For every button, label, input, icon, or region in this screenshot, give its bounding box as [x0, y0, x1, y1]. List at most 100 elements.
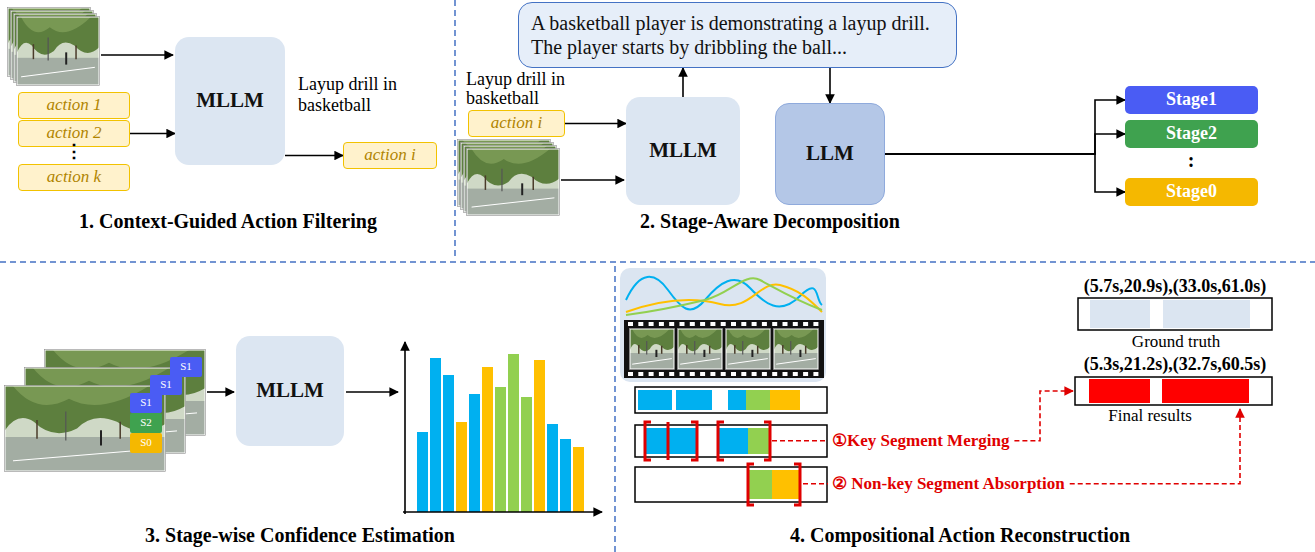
court-line [728, 359, 768, 365]
frame-shadow [678, 329, 723, 370]
frame-border [774, 329, 818, 369]
text-label: (5.3s,21.2s),(32.7s,60.5s) [1084, 354, 1267, 375]
court-line [680, 359, 720, 365]
sprocket-hole [762, 322, 767, 326]
tree-trunk [709, 346, 711, 354]
text-label: ⋮ [65, 141, 83, 162]
frame-sky [630, 329, 674, 369]
sprocket-hole [721, 322, 726, 326]
node-text: MLLM [196, 88, 264, 113]
timeline-segment [772, 470, 800, 499]
sprocket-hole [710, 322, 715, 326]
sprocket-hole [659, 372, 664, 376]
frame-border [678, 329, 722, 369]
node-text: LLM [806, 141, 854, 166]
frame-stack [8, 8, 100, 86]
flow-arrow [130, 133, 175, 135]
stage-tag: S2 [130, 413, 162, 433]
hoop-pole [694, 341, 695, 355]
sprocket-hole [813, 372, 818, 376]
hoop-pole [48, 37, 49, 60]
court-line [21, 67, 95, 77]
sprocket-hole [638, 322, 643, 326]
timeline-segment [770, 390, 800, 410]
tree-canopy [630, 329, 674, 351]
sprocket-hole [772, 322, 777, 326]
video-frame [17, 17, 100, 86]
video-frame [467, 149, 560, 216]
confidence-bar [521, 397, 532, 512]
tree-trunk [33, 44, 35, 59]
tree-trunk [36, 420, 38, 439]
confidence-curve [626, 278, 822, 315]
arrow-line [561, 179, 624, 181]
frame-shadow [774, 329, 819, 370]
video-frame [5, 386, 166, 472]
text-label: Final results [1108, 406, 1192, 426]
timeline-bar [635, 425, 827, 457]
frame-sky [17, 17, 99, 85]
tree-trunk [686, 345, 688, 354]
text-label: (5.7s,20.9s),(33.0s,61.0s) [1084, 276, 1267, 297]
ground-truth-bar [1078, 298, 1272, 330]
tree-trunk [757, 346, 759, 354]
step-annotation: ② Non-key Segment Absorption [832, 474, 1065, 494]
frame-court [726, 353, 770, 369]
hoop-pole [65, 412, 66, 441]
confidence-bar [508, 354, 519, 512]
confidence-chart [417, 354, 584, 512]
node-text: action 2 [46, 123, 101, 143]
step-annotation: ①Key Segment Merging [832, 431, 1009, 451]
player [521, 183, 523, 195]
panel-separator [0, 261, 1315, 263]
action-candidate-box: action k [18, 164, 130, 191]
mllm-box: MLLM [175, 37, 285, 165]
sprocket-hole [680, 322, 685, 326]
tree-canopy [17, 17, 99, 55]
timeline-segment [718, 428, 748, 454]
confidence-bar [534, 360, 545, 512]
court-line [632, 359, 672, 365]
flow-arrow [885, 154, 1125, 192]
llm-box: LLM [775, 103, 885, 205]
sprocket-hole [793, 372, 798, 376]
tree-trunk [734, 345, 736, 354]
action-candidate-box: action 1 [18, 92, 130, 119]
arrow-line [404, 342, 406, 514]
tree-canopy-light [13, 386, 149, 405]
timeline-segment [746, 390, 770, 410]
node-text: action 1 [46, 95, 101, 115]
tree-trunk [782, 345, 784, 354]
timeline-segment [638, 390, 672, 410]
sprocket-hole [710, 372, 715, 376]
tree-trunk [532, 177, 534, 190]
panel-caption: : [1188, 149, 1195, 172]
video-frame [678, 329, 723, 370]
flow-arrow [885, 134, 1125, 154]
confidence-bar [456, 422, 467, 512]
frame-court [17, 58, 99, 85]
mllm-box: MLLM [626, 97, 740, 205]
flow-arrow [565, 123, 626, 125]
sprocket-hole [783, 372, 788, 376]
tree-canopy [726, 329, 770, 351]
timeline-segment [748, 470, 772, 499]
tree-canopy [678, 329, 722, 351]
sprocket-hole [649, 322, 654, 326]
sprocket-hole [680, 372, 685, 376]
video-frame [726, 329, 771, 370]
stage-tag: S1 [150, 375, 182, 395]
segment-bracket [667, 422, 670, 460]
sprocket-hole [649, 372, 654, 376]
frame-shadow [726, 329, 771, 370]
frame-court [678, 353, 722, 369]
sprocket-hole [669, 372, 674, 376]
sprocket-hole [752, 372, 757, 376]
stage-box: Stage0 [1125, 178, 1258, 206]
node-text: S1 [180, 360, 192, 373]
sprocket-hole [772, 372, 777, 376]
confidence-bar [495, 387, 506, 512]
frame-shadow [630, 329, 675, 370]
sprocket-hole [731, 322, 736, 326]
